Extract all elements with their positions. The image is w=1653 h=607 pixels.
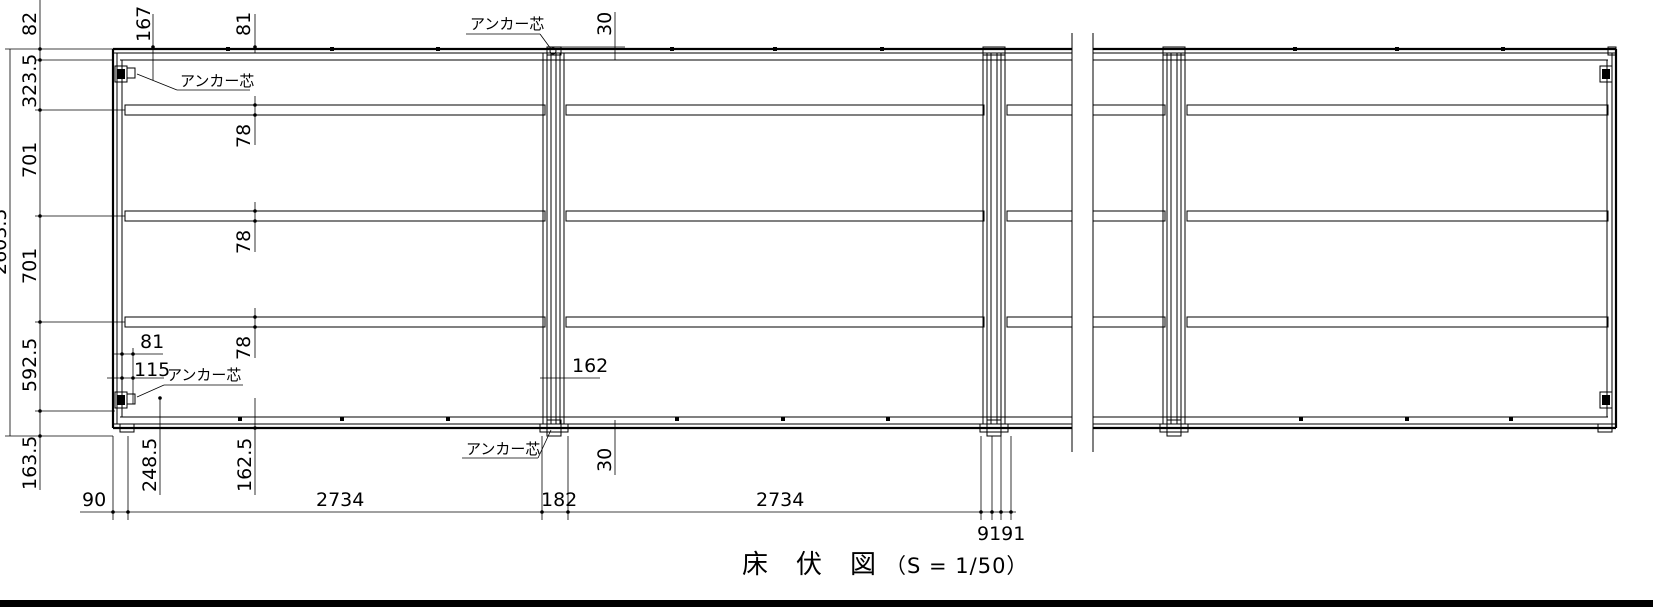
drawing-scale: （S = 1/50） [885,554,1028,578]
bottom-border-bar [0,600,1653,607]
anchor-label-upper-left: アンカー芯 [180,72,254,90]
anchor-label-bottom: アンカー芯 [466,440,540,458]
dim-115: 115 [134,359,170,381]
anchor-label-lower-left: アンカー芯 [167,366,241,384]
vertical-posts [542,52,1186,425]
frame-left-section [111,47,1072,430]
anchor-leaders [136,33,552,459]
dim-2734-a: 2734 [316,489,364,511]
lower-left-small-dims [107,340,600,404]
anchor-label-top: アンカー芯 [470,15,544,33]
dim-163-5: 163.5 [19,436,41,490]
dim-248-5: 248.5 [139,438,161,492]
left-dimension-chain [5,0,125,490]
dim-162-5: 162.5 [234,438,256,492]
dim-592-5: 592.5 [19,338,41,392]
dim-2603-5-total: 2603.5 [0,209,11,275]
bottom-dimensions [80,396,1016,520]
dim-167: 167 [133,6,155,42]
break-lines [1071,33,1094,452]
dim-78-b: 78 [233,230,255,254]
floor-joists [124,104,1609,328]
dim-30-bottom: 30 [594,448,616,472]
dim-78-c: 78 [233,336,255,360]
dim-81-top: 81 [233,12,255,36]
drawing-title: 床 伏 図 [742,550,877,580]
dim-90: 90 [82,489,106,511]
frame-brackets [226,47,1513,421]
dim-9191: 9191 [977,523,1025,545]
dim-81-inner: 81 [140,331,164,353]
dim-162: 162 [572,355,608,377]
dim-701-b: 701 [19,248,41,284]
dim-2734-b: 2734 [756,489,804,511]
dim-323-5: 323.5 [19,54,41,108]
dim-701-a: 701 [19,142,41,178]
dim-30-top: 30 [594,12,616,36]
anchor-plates [114,46,1617,437]
dim-78-a: 78 [233,124,255,148]
dim-182: 182 [541,489,577,511]
inner-joist-dimensions [253,96,257,358]
dim-82: 82 [19,12,41,36]
top-dimensions [151,12,625,80]
